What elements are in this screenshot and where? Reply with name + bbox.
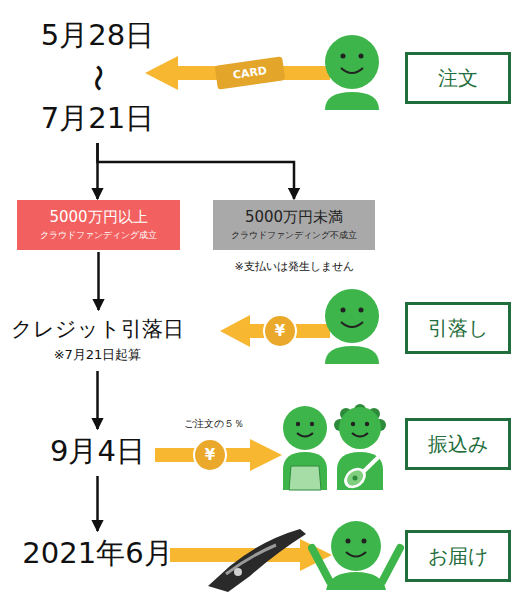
- transfer-arrow: [155, 439, 282, 471]
- date-step: 2021年6月: [20, 532, 175, 576]
- person-icon: [325, 289, 379, 364]
- range-mark: 〜: [83, 64, 111, 92]
- node-title: お届け: [428, 545, 488, 568]
- failure-box: 5000万円未満クラウドファンディング不成立: [213, 200, 375, 250]
- arrow-body: [170, 66, 330, 80]
- date-step: クレジット引落日 ※7月21日起算: [0, 311, 195, 369]
- node-title: 引落し: [428, 317, 488, 340]
- yen-mark: ¥: [275, 324, 285, 339]
- node-subtext: クラウドファンディング不成立: [231, 230, 357, 240]
- rate-note: ご注文の５％: [184, 419, 244, 429]
- person-icon: [325, 35, 379, 110]
- node-subtext: クラウドファンディング成立: [40, 230, 157, 240]
- yen-coin: [194, 439, 226, 471]
- yen-mark: ¥: [205, 448, 215, 463]
- stage-box: お届け: [405, 530, 511, 582]
- flow-arrow: [96, 476, 99, 531]
- success-box: 5000万円以上クラウドファンディング成立: [17, 200, 180, 250]
- order-arrow: [145, 56, 330, 90]
- node-title: 5月28日: [41, 19, 154, 52]
- node-title: 5000万円以上: [49, 209, 147, 226]
- node-subtext: ※7月21日起算: [54, 348, 142, 363]
- artist-person-icon: [334, 404, 396, 493]
- node-title: 7月21日: [41, 102, 154, 135]
- card-tag: [215, 56, 286, 89]
- happy-person-icon: [312, 521, 400, 590]
- node-title: クレジット引落日: [11, 317, 184, 341]
- ukulele: [340, 440, 396, 493]
- product-illustration: [208, 529, 306, 592]
- date-step: 5月28日: [40, 14, 155, 58]
- flow-arrow: [96, 371, 99, 429]
- arrow-head: [145, 56, 178, 90]
- shop-person-icon: [283, 406, 327, 490]
- flow-arrow: [97, 252, 100, 310]
- node-title: 5000万円未満: [245, 209, 343, 226]
- stage-box: 注文: [405, 52, 511, 104]
- debit-arrow: [220, 315, 330, 347]
- yen-coin: [264, 315, 296, 347]
- stage-box: 振込み: [405, 418, 511, 470]
- note: ※支払いは発生しません: [234, 261, 353, 272]
- date-step: 9月4日: [40, 430, 155, 474]
- node-title: 注文: [438, 67, 478, 90]
- stage-box: 引落し: [405, 302, 511, 354]
- node-title: 9月4日: [50, 435, 145, 468]
- date-step: 7月21日: [40, 97, 155, 141]
- node-title: 振込み: [428, 433, 488, 456]
- flow-arrow: [98, 143, 295, 199]
- node-title: 2021年6月: [22, 537, 172, 570]
